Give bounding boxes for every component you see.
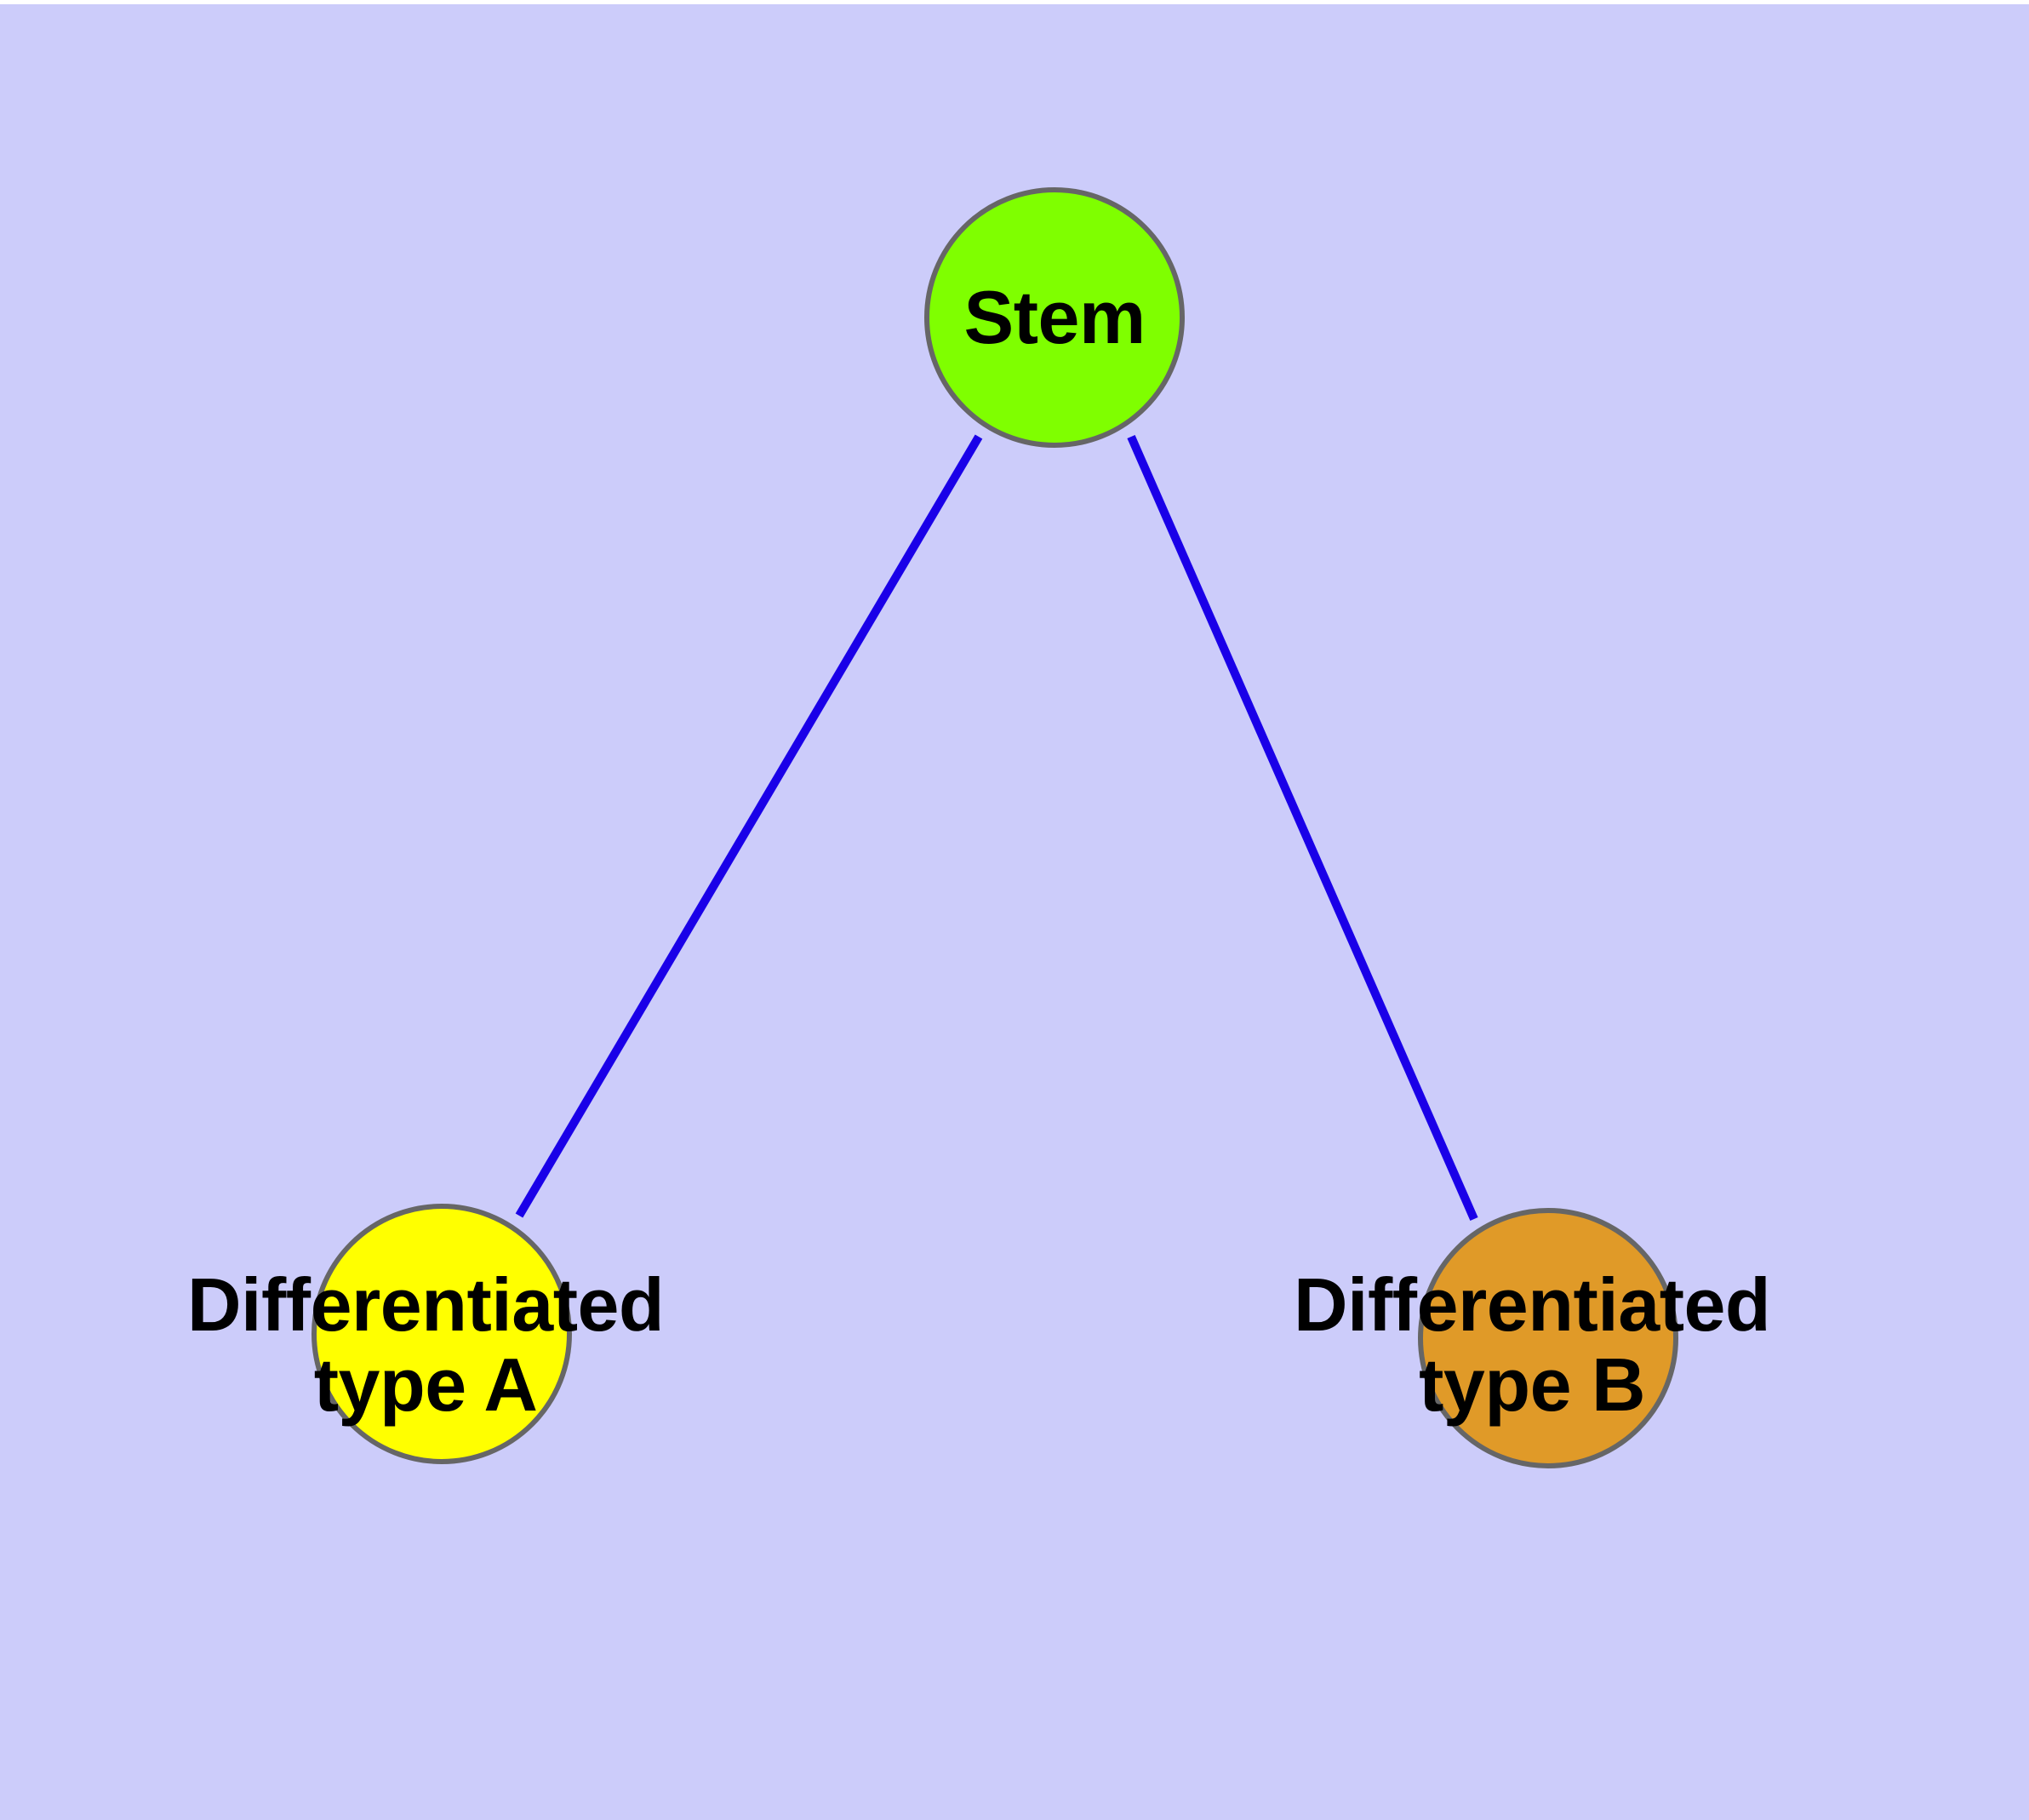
graph-node-diff_b[interactable] — [1418, 1208, 1678, 1468]
graph-edge-stem-diff_b — [1127, 434, 1478, 1222]
edge-layer — [515, 434, 1478, 1222]
graph-node-diff_a[interactable] — [311, 1204, 572, 1464]
graph-edge-stem-diff_a — [515, 434, 983, 1218]
node-layer — [311, 187, 1678, 1468]
graph-node-stem[interactable] — [924, 187, 1185, 448]
